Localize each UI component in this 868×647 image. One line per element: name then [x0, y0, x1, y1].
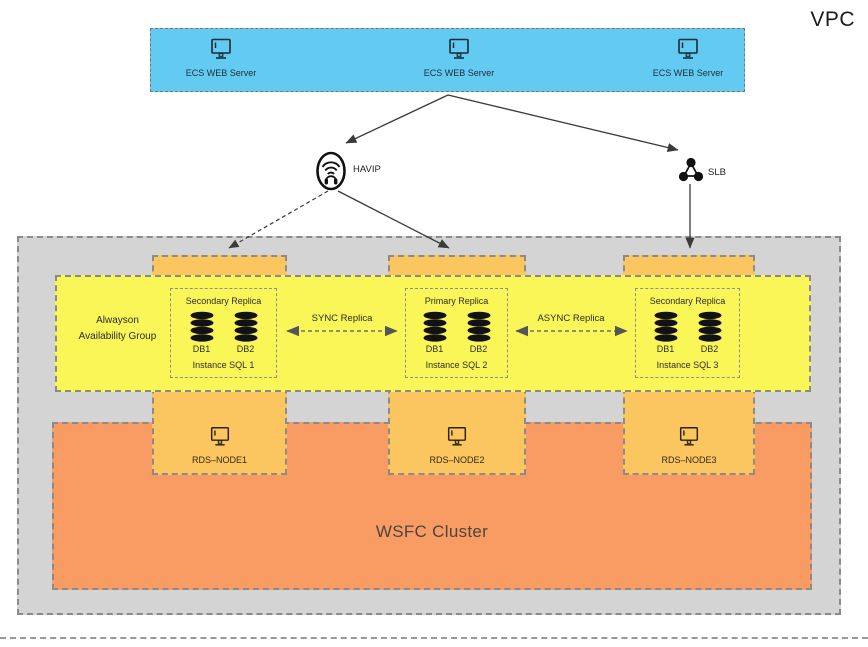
replica-role-label: Primary Replica [424, 296, 489, 306]
db-group: DB1 DB2 [653, 311, 723, 354]
slb-icon [678, 157, 704, 182]
db-item: DB2 [233, 311, 259, 354]
database-icon [234, 311, 257, 342]
availability-group-label-line1: Alwayson [96, 315, 139, 326]
ecs-server: ECS WEB Server [399, 38, 519, 78]
replica-role-label: Secondary Replica [185, 296, 262, 306]
database-icon [423, 311, 446, 342]
availability-group-label: Alwayson Availability Group [55, 313, 180, 345]
replica-role-label: Secondary Replica [649, 296, 726, 306]
database-icon [698, 311, 721, 342]
database-icon [654, 311, 677, 342]
computer-icon [211, 38, 231, 59]
database-icon [467, 311, 490, 342]
computer-icon [210, 426, 229, 446]
db-item: DB1 [422, 311, 448, 354]
sql-instance-box: Primary Replica DB1 DB2 [405, 288, 508, 378]
ecs-group-box: ECS WEB Server ECS WEB Server ECS WEB Se… [150, 28, 745, 92]
db-item: DB2 [466, 311, 492, 354]
ecs-server: ECS WEB Server [161, 38, 281, 78]
instance-name-label: Instance SQL 3 [656, 360, 719, 370]
availability-group-label-line2: Availability Group [78, 331, 157, 342]
rds-node-label: RDS–NODE3 [661, 455, 717, 465]
db-label: DB2 [236, 344, 255, 354]
instance-name-label: Instance SQL 2 [425, 360, 488, 370]
db-label: DB1 [656, 344, 675, 354]
rds-node-label: RDS–NODE1 [191, 455, 247, 465]
instance-name-label: Instance SQL 1 [192, 360, 255, 370]
computer-icon [447, 426, 467, 446]
rds-node-label: RDS–NODE2 [429, 455, 485, 465]
db-label: DB1 [425, 344, 444, 354]
ecs-server-label: ECS WEB Server [423, 68, 495, 78]
db-group: DB1 DB2 [422, 311, 492, 354]
slb-label: SLB [708, 167, 726, 178]
sql-instance-box: Secondary Replica DB1 DB2 [170, 288, 277, 378]
db-label: DB2 [469, 344, 488, 354]
db-label: DB2 [700, 344, 719, 354]
rds-node: RDS–NODE1 [154, 426, 285, 465]
database-icon [190, 311, 213, 342]
rds-node: RDS–NODE2 [390, 426, 524, 465]
havip-icon [316, 151, 346, 191]
ecs-server-label: ECS WEB Server [652, 68, 724, 78]
ecs-server-label: ECS WEB Server [185, 68, 257, 78]
db-item: DB1 [189, 311, 215, 354]
db-label: DB1 [192, 344, 211, 354]
computer-icon [678, 38, 698, 59]
ecs-server: ECS WEB Server [628, 38, 748, 78]
db-item: DB2 [697, 311, 723, 354]
db-group: DB1 DB2 [189, 311, 259, 354]
vpc-label: VPC [810, 8, 855, 31]
rds-node: RDS–NODE3 [625, 426, 753, 465]
computer-icon [679, 426, 699, 446]
wsfc-cluster-label: WSFC Cluster [375, 522, 489, 541]
computer-icon [449, 38, 469, 59]
db-item: DB1 [653, 311, 679, 354]
vpc-boundary-line [0, 637, 868, 639]
sql-instance-box: Secondary Replica DB1 DB2 [635, 288, 740, 378]
async-replica-label: ASYNC Replica [537, 313, 605, 324]
sync-replica-label: SYNC Replica [311, 313, 373, 324]
havip-label: HAVIP [353, 164, 381, 175]
